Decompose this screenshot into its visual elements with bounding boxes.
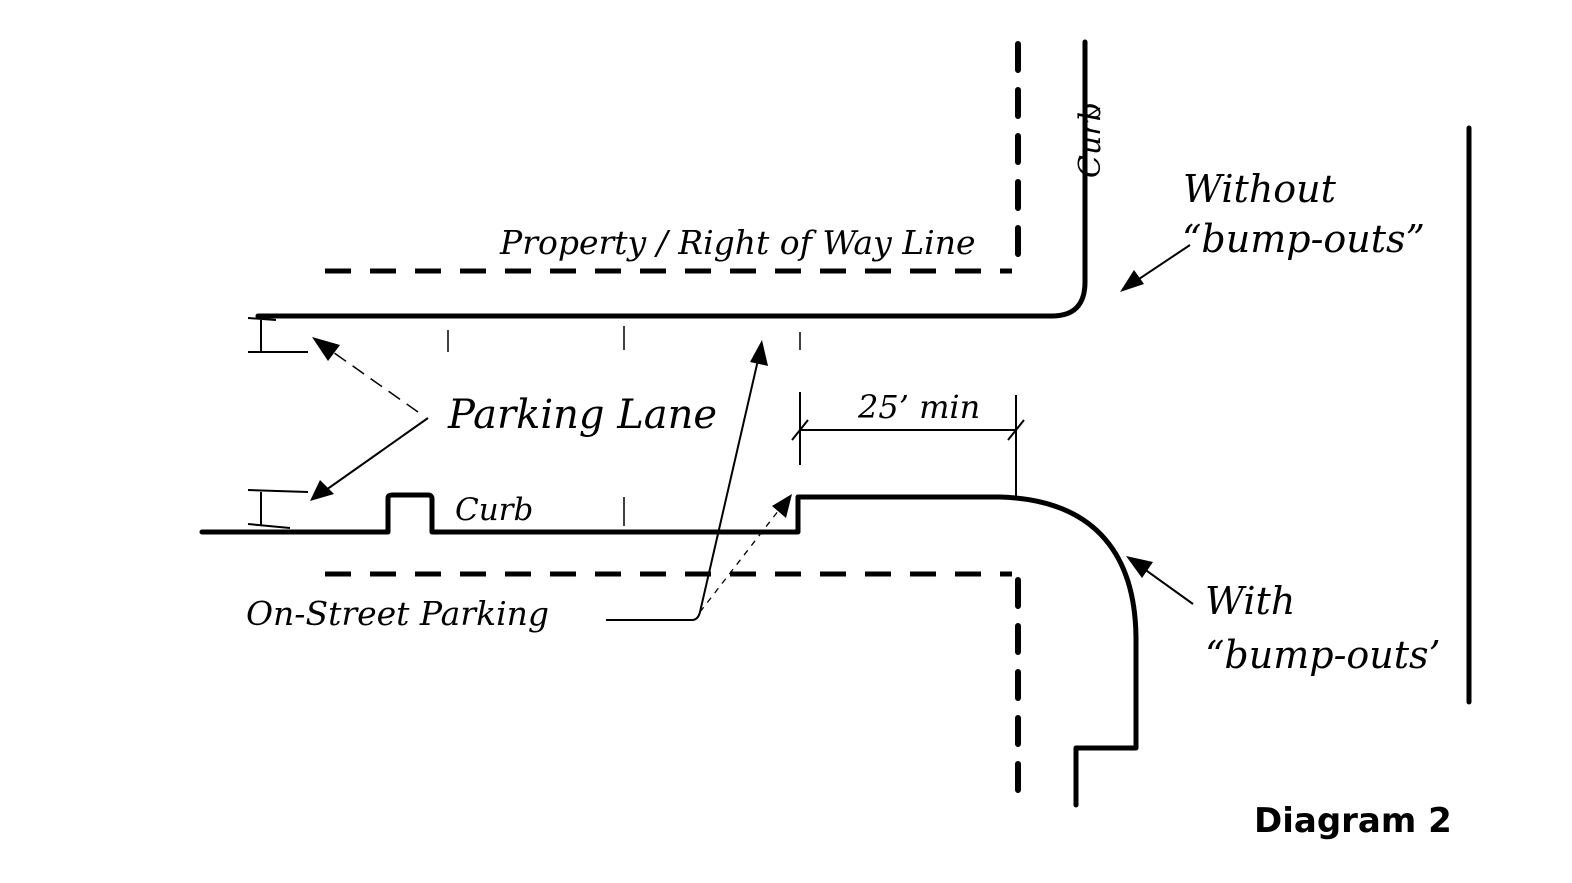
property-line-label: Property / Right of Way Line [499, 223, 976, 262]
without-bumpouts-arrow [1120, 244, 1191, 292]
with-bumpouts-arrow [1126, 556, 1194, 605]
curb-without-bumpouts [255, 39, 1088, 319]
diagram-title: Diagram 2 [1254, 801, 1452, 841]
curb-with-bumpouts [199, 492, 1139, 808]
without-bumpouts-label-line1: Without [1183, 167, 1337, 211]
without-bumpouts-label-line2: “bump-outs” [1182, 217, 1425, 261]
curb-horizontal-label: Curb [455, 492, 533, 528]
parking-lane-bracket-bottom [247, 489, 309, 529]
curb-vertical-label: Curb [1073, 102, 1108, 178]
parking-lane-label: Parking Lane [447, 392, 717, 438]
setback-dimension-label: 25’ min [857, 388, 980, 426]
curb-tick [1084, 107, 1101, 119]
on-street-parking-label: On-Street Parking [246, 594, 549, 633]
setback-dimension [791, 392, 1025, 500]
with-bumpouts-label-line1: With [1205, 579, 1295, 623]
parking-lane-arrow-up [312, 337, 419, 413]
on-street-parking-leaders [606, 340, 792, 621]
with-bumpouts-label-line2: “bump-outs’ [1205, 633, 1441, 677]
parking-lane-arrow-down [310, 417, 429, 501]
parking-lane-bracket-top [247, 317, 308, 353]
